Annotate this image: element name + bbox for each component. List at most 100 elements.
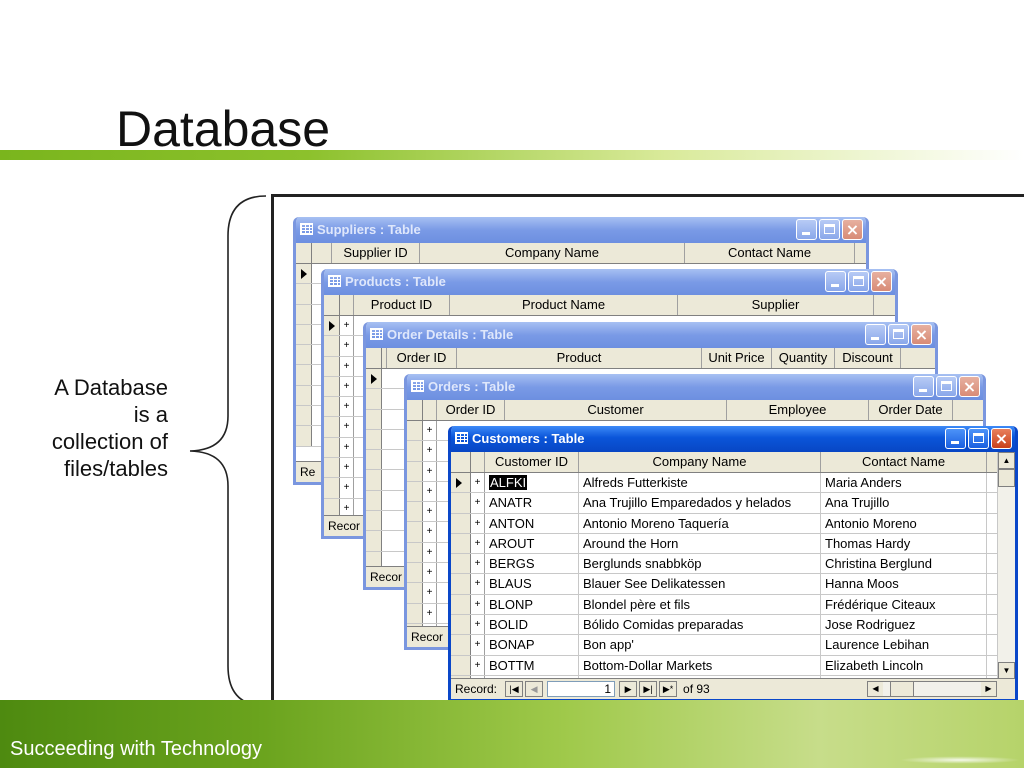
row-selector[interactable] xyxy=(451,655,471,675)
maximize-button[interactable] xyxy=(936,376,957,397)
expand-icon[interactable]: + xyxy=(471,594,485,615)
contact-name-cell[interactable]: Jose Rodriguez xyxy=(821,615,987,635)
expand-icon[interactable]: + xyxy=(340,336,354,356)
column-header[interactable]: Quantity xyxy=(772,348,835,368)
company-name-cell[interactable]: Antonio Moreno Taquería xyxy=(579,513,821,533)
customer-id-cell[interactable]: BLONP xyxy=(485,594,579,615)
contact-name-cell[interactable]: Frédérique Citeaux xyxy=(821,594,987,615)
contact-name-cell[interactable]: Laurence Lebihan xyxy=(821,635,987,655)
minimize-button[interactable] xyxy=(865,324,886,345)
contact-name-cell[interactable]: Ana Trujillo xyxy=(821,493,987,513)
expand-icon[interactable]: + xyxy=(340,437,354,458)
expand-icon[interactable]: + xyxy=(471,635,485,655)
expand-icon[interactable]: + xyxy=(471,473,485,493)
row-selector-header[interactable] xyxy=(324,295,340,315)
suppliers-titlebar[interactable]: Suppliers : Table × xyxy=(296,217,866,243)
company-name-cell[interactable]: Ana Trujillo Emparedados y helados xyxy=(579,493,821,513)
maximize-button[interactable] xyxy=(968,428,989,449)
row-selector[interactable] xyxy=(451,574,471,594)
customer-id-cell[interactable]: ANATR xyxy=(485,493,579,513)
column-header[interactable]: Supplier xyxy=(678,295,874,315)
customer-id-cell[interactable]: BONAP xyxy=(485,635,579,655)
company-name-cell[interactable]: Bon app' xyxy=(579,635,821,655)
column-header[interactable]: Employee xyxy=(727,400,869,420)
column-header[interactable]: Supplier ID xyxy=(332,243,420,263)
scroll-right-icon[interactable]: ▶ xyxy=(981,682,996,696)
row-selector-header[interactable] xyxy=(451,452,471,472)
column-header[interactable]: Company Name xyxy=(420,243,685,263)
scroll-up-icon[interactable]: ▲ xyxy=(998,452,1015,469)
close-button[interactable]: × xyxy=(959,376,980,397)
expand-icon[interactable]: + xyxy=(340,478,354,498)
row-selector[interactable] xyxy=(451,473,471,493)
orders-titlebar[interactable]: Orders : Table × xyxy=(407,374,983,400)
expand-icon[interactable]: + xyxy=(340,376,354,397)
customer-id-cell[interactable]: BERGS xyxy=(485,554,579,574)
contact-name-cell[interactable]: Hanna Moos xyxy=(821,574,987,594)
column-header[interactable]: Contact Name xyxy=(685,243,855,263)
next-record-button[interactable]: ▶ xyxy=(619,681,638,697)
column-header[interactable]: Order Date xyxy=(869,400,953,420)
expand-icon[interactable]: + xyxy=(471,533,485,554)
order-details-titlebar[interactable]: Order Details : Table × xyxy=(366,322,935,348)
expand-icon[interactable]: + xyxy=(423,583,437,603)
column-header[interactable]: Product ID xyxy=(354,295,450,315)
contact-name-cell[interactable]: Maria Anders xyxy=(821,473,987,493)
expand-icon[interactable]: + xyxy=(340,458,354,478)
expand-icon[interactable]: + xyxy=(423,603,437,623)
expand-icon[interactable]: + xyxy=(423,542,437,563)
expand-icon[interactable]: + xyxy=(471,554,485,574)
expand-icon[interactable]: + xyxy=(423,522,437,542)
column-header[interactable]: Discount xyxy=(835,348,901,368)
company-name-cell[interactable]: Bólido Comidas preparadas xyxy=(579,615,821,635)
products-titlebar[interactable]: Products : Table × xyxy=(324,269,895,295)
expand-icon[interactable]: + xyxy=(471,655,485,675)
minimize-button[interactable] xyxy=(913,376,934,397)
expand-icon[interactable]: + xyxy=(340,417,354,437)
row-selector[interactable] xyxy=(451,493,471,513)
company-name-cell[interactable]: Blondel père et fils xyxy=(579,594,821,615)
record-number-input[interactable]: 1 xyxy=(547,681,616,697)
expand-icon[interactable]: + xyxy=(471,615,485,635)
horizontal-scrollbar[interactable]: ◀ ▶ xyxy=(867,681,997,697)
minimize-button[interactable] xyxy=(945,428,966,449)
customer-id-cell[interactable]: BLAUS xyxy=(485,574,579,594)
expand-icon[interactable]: + xyxy=(340,356,354,376)
expand-icon[interactable]: + xyxy=(423,502,437,522)
row-selector[interactable] xyxy=(451,554,471,574)
customer-id-cell[interactable]: ANTON xyxy=(485,513,579,533)
row-selector[interactable] xyxy=(451,635,471,655)
maximize-button[interactable] xyxy=(888,324,909,345)
row-selector[interactable] xyxy=(451,513,471,533)
column-header[interactable]: Unit Price xyxy=(702,348,772,368)
maximize-button[interactable] xyxy=(819,219,840,240)
close-button[interactable]: × xyxy=(911,324,932,345)
column-header-customer-id[interactable]: Customer ID xyxy=(485,452,579,472)
expand-icon[interactable]: + xyxy=(471,574,485,594)
column-header[interactable]: Product Name xyxy=(450,295,678,315)
previous-record-button[interactable]: ◀ xyxy=(525,681,544,697)
expand-icon[interactable]: + xyxy=(340,498,354,518)
close-button[interactable]: × xyxy=(991,428,1012,449)
scroll-left-icon[interactable]: ◀ xyxy=(868,682,883,696)
customers-titlebar[interactable]: Customers : Table × xyxy=(451,426,1015,452)
contact-name-cell[interactable]: Christina Berglund xyxy=(821,554,987,574)
column-header[interactable]: Customer xyxy=(505,400,727,420)
row-selector-header[interactable] xyxy=(407,400,423,420)
customers-window[interactable]: Customers : Table × Customer ID Company … xyxy=(448,426,1018,702)
row-selector-header[interactable] xyxy=(366,348,382,368)
expand-icon[interactable]: + xyxy=(423,421,437,441)
expand-icon[interactable]: + xyxy=(423,563,437,583)
company-name-cell[interactable]: Around the Horn xyxy=(579,533,821,554)
company-name-cell[interactable]: Bottom-Dollar Markets xyxy=(579,655,821,675)
last-record-button[interactable]: ▶| xyxy=(639,681,658,697)
expand-icon[interactable]: + xyxy=(340,316,354,336)
column-header[interactable]: Product xyxy=(457,348,702,368)
